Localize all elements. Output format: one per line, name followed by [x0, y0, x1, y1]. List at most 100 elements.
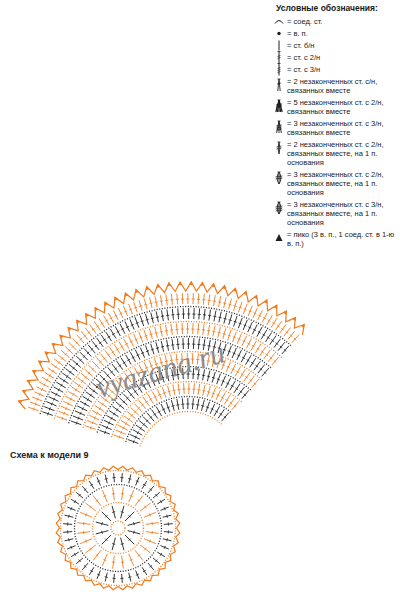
stitch-bar: [281, 328, 284, 330]
stitch-bar: [177, 314, 180, 315]
stitch: [82, 563, 88, 570]
stitch: [143, 417, 151, 425]
stitch-bar: [198, 314, 201, 315]
stitch-bar: [239, 323, 242, 324]
stitch-bar: [284, 349, 286, 351]
stitch-bar: [207, 376, 210, 378]
stitch-bar: [120, 578, 123, 579]
stitch-bar: [134, 411, 136, 413]
stitch-bar: [212, 393, 215, 394]
stitch-bar: [99, 407, 101, 410]
stitch: [155, 327, 158, 338]
stitch: [75, 411, 85, 416]
stitch-bar: [154, 396, 157, 397]
stitch: [266, 333, 272, 342]
stitch: [212, 388, 216, 398]
stitch: [166, 402, 170, 412]
stitch: [51, 392, 61, 397]
stitch-bar: [94, 417, 95, 420]
stitch-bar: [96, 500, 99, 502]
stitch: [77, 532, 90, 534]
symbol-stroke: [278, 71, 281, 72]
stitch-bar: [130, 496, 133, 497]
stitch: [162, 387, 166, 397]
stitch-bar: [164, 546, 165, 549]
legend-symbol: [277, 32, 280, 35]
stitch-bar: [167, 407, 170, 408]
legend-entry: = соед. ст.: [287, 17, 398, 26]
stitch-bar: [143, 484, 146, 486]
stitch-bar: [258, 315, 261, 316]
stitch-bar: [265, 354, 268, 356]
stitch-bar: [65, 353, 67, 355]
stitch-bar: [196, 404, 199, 406]
stitch: [163, 515, 172, 517]
stitch-bar: [121, 561, 124, 562]
stitch: [73, 338, 81, 346]
stitch-bar: [218, 317, 221, 319]
stitch-bar: [84, 403, 86, 406]
stitch-bar: [90, 394, 92, 397]
stitch: [232, 402, 239, 410]
stitch-bar: [131, 324, 134, 325]
stitch: [121, 506, 124, 519]
symbol-stroke: [278, 148, 281, 149]
stitch-bar: [125, 422, 127, 425]
stitch-bar: [253, 329, 256, 330]
chain-row: [40, 307, 292, 414]
stitch: [71, 387, 80, 393]
chain-row: [140, 412, 222, 447]
symbol-stroke: [279, 104, 282, 105]
stitch: [183, 383, 185, 394]
stitch: [143, 397, 149, 406]
symbol-stroke: [279, 208, 282, 209]
stitch: [96, 522, 109, 525]
stitch-bar: [161, 315, 164, 317]
legend-symbol: [276, 172, 283, 184]
stitch: [121, 538, 124, 551]
stitch: [124, 339, 129, 349]
stitch-bar: [81, 380, 83, 383]
symbol-stroke: [278, 142, 280, 154]
picot: [233, 287, 237, 291]
stitch: [85, 503, 95, 511]
stitch-bar: [136, 481, 139, 482]
stitch: [172, 309, 173, 320]
stitch-bar: [176, 404, 179, 406]
stitch-bar: [145, 401, 148, 403]
stitch: [142, 481, 147, 489]
stitch-bar: [90, 506, 92, 509]
stitch-bar: [245, 376, 248, 378]
stitch: [129, 304, 133, 314]
stitch-bar: [261, 351, 264, 353]
stitch-bar: [74, 553, 76, 556]
stitch-bar: [202, 390, 205, 392]
legend-entry: = 5 незаконченных ст. с 2/н, связанных в…: [287, 98, 398, 116]
stitch-bar: [136, 574, 139, 575]
stitch: [136, 570, 139, 578]
stitch: [166, 294, 167, 305]
stitch: [57, 416, 67, 420]
stitch: [267, 315, 272, 325]
stitch: [182, 398, 184, 409]
stitch-bar: [144, 548, 146, 551]
stitch-bar: [168, 530, 169, 533]
stitch-bar: [128, 478, 131, 480]
stitch: [54, 359, 63, 366]
picot: [85, 313, 89, 318]
stitch: [118, 425, 128, 430]
stitch-bar: [68, 538, 70, 541]
stitch-bar: [121, 431, 122, 434]
stitch-bar: [228, 304, 231, 306]
stitch: [271, 318, 277, 327]
stitch-bar: [117, 331, 120, 333]
stitch: [105, 573, 107, 582]
stitch: [93, 550, 101, 560]
stitch: [32, 397, 42, 401]
stitch: [160, 546, 168, 549]
stitch: [101, 335, 107, 344]
stitch: [61, 406, 71, 410]
stitch-bar: [150, 416, 152, 418]
stitch-bar: [136, 354, 139, 355]
stitch-bar: [123, 427, 124, 430]
